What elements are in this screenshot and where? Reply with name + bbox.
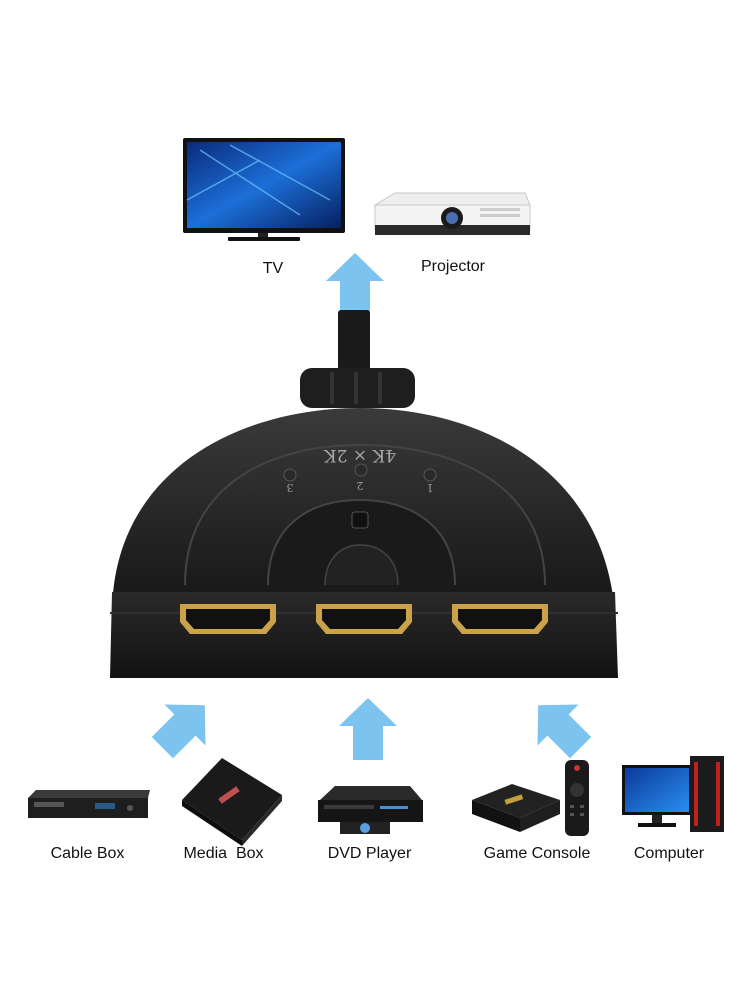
projector-label: Projector <box>420 258 486 275</box>
tv-icon <box>183 138 345 241</box>
hdmi-port-3 <box>180 604 276 634</box>
hdmi-port-1 <box>452 604 548 634</box>
game-console-label: Game Console <box>483 845 591 862</box>
remote-control-icon <box>565 760 589 836</box>
projector-icon <box>373 192 531 235</box>
arrow-up-icon <box>339 698 397 760</box>
arrow-up-icon <box>151 704 206 759</box>
media-box-icon <box>182 758 282 846</box>
arrow-up-icon <box>326 253 384 313</box>
arrow-up-icon <box>537 704 592 759</box>
cable-box-icon <box>28 790 150 818</box>
switcher-brand-text: 4K × 2K <box>324 445 396 465</box>
hdmi-port-2 <box>316 604 412 634</box>
dvd-player-icon <box>318 786 423 834</box>
hdmi-switcher-icon: 4K × 2K 1 2 3 <box>110 310 618 678</box>
game-console-icon <box>472 784 560 832</box>
computer-label: Computer <box>633 845 705 862</box>
port-label-2: 2 <box>357 479 364 492</box>
computer-icon <box>622 756 724 832</box>
tv-label: TV <box>262 260 284 277</box>
port-label-1: 1 <box>427 481 434 494</box>
cable-box-label: Cable Box <box>50 845 125 862</box>
dvd-player-label: DVD Player <box>327 845 412 862</box>
port-label-3: 3 <box>287 481 294 494</box>
media-box-label: Media Box <box>183 845 264 862</box>
